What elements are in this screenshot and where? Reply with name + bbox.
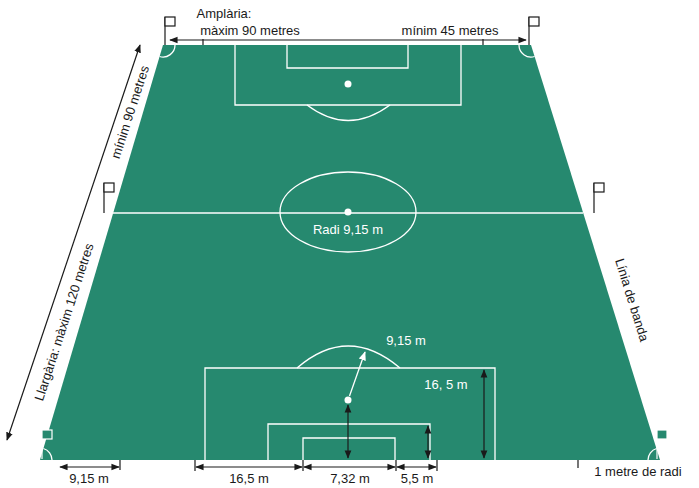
field bbox=[40, 45, 660, 460]
dimension-label: 16, 5 m bbox=[422, 377, 469, 392]
dimension-label: 1 metre de radi bbox=[592, 464, 683, 479]
field-lines bbox=[43, 45, 656, 460]
ticks bbox=[120, 39, 578, 471]
radius-arrow bbox=[350, 352, 366, 396]
dimension-label: 5,5 m bbox=[399, 471, 436, 486]
dimension-label: mínim 45 metres bbox=[400, 23, 501, 38]
dimension-label: Amplària: bbox=[195, 6, 254, 21]
corner-flags bbox=[42, 17, 667, 459]
dimension-arrows bbox=[7, 40, 526, 467]
dimension-label: 16,5 m bbox=[227, 471, 271, 486]
dimension-label: 9,15 m bbox=[384, 333, 428, 348]
dimension-label: màxim 90 metres bbox=[198, 23, 302, 38]
spots bbox=[345, 81, 352, 404]
dimension-label: Radi 9,15 m bbox=[311, 222, 385, 237]
dimension-label: 7,32 m bbox=[328, 471, 372, 486]
dimension-label: 9,15 m bbox=[67, 471, 111, 486]
